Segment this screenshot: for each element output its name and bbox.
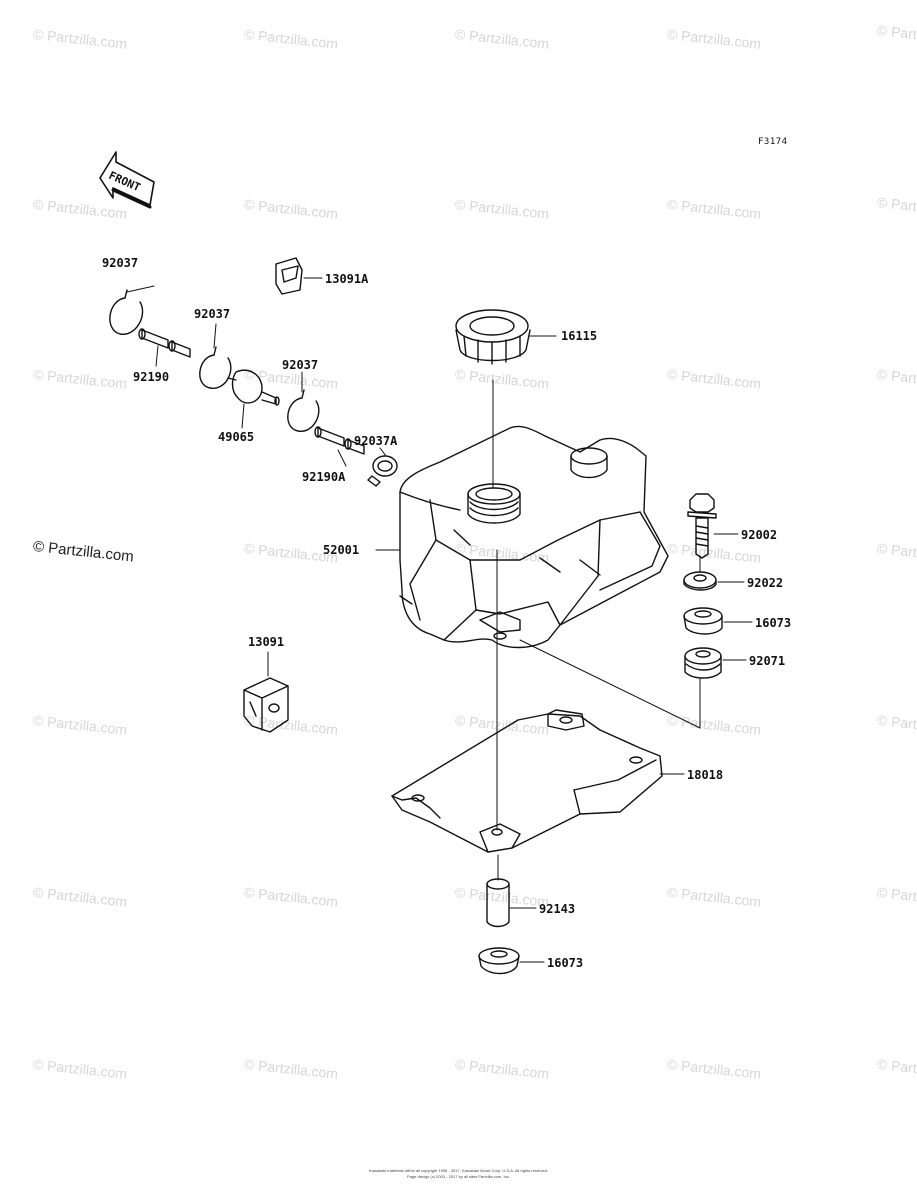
part-number-16115: 16115 xyxy=(561,329,597,343)
spacer-92143 xyxy=(486,878,510,928)
part-number-13091a: 13091A xyxy=(325,272,369,286)
tray-18018 xyxy=(391,709,663,853)
clip-92037-a xyxy=(109,289,144,335)
tube-92190 xyxy=(138,328,191,358)
part-number-13091: 13091 xyxy=(248,635,284,649)
tube-92190a xyxy=(314,426,365,455)
part-number-92037-a: 92037 xyxy=(102,256,138,270)
part-number-92037-c: 92037 xyxy=(282,358,318,372)
front-arrow-icon xyxy=(99,151,155,209)
clamp-92037a xyxy=(367,455,398,487)
part-number-92002: 92002 xyxy=(741,528,777,542)
part-number-92190a: 92190A xyxy=(302,470,346,484)
grommet-16073-upper xyxy=(683,607,723,635)
part-number-92071: 92071 xyxy=(749,654,785,668)
part-number-16073-lower: 16073 xyxy=(547,956,583,970)
copyright-line-2: Page design (c) 2003 - 2017 by all sites… xyxy=(407,1174,510,1179)
part-number-92037a: 92037A xyxy=(354,434,398,448)
bolt-92002 xyxy=(687,493,717,559)
grommet-16073-lower xyxy=(478,947,520,975)
fuel-filter-49065 xyxy=(227,369,280,406)
fuel-cap-16115 xyxy=(455,309,531,365)
damper-13091a xyxy=(275,257,303,295)
part-number-92190: 92190 xyxy=(133,370,169,384)
part-number-92037-b: 92037 xyxy=(194,307,230,321)
part-number-18018: 18018 xyxy=(687,768,723,782)
part-number-16073-upper: 16073 xyxy=(755,616,791,630)
clip-92037-b xyxy=(199,346,232,389)
part-number-49065: 49065 xyxy=(218,430,254,444)
part-number-92143: 92143 xyxy=(539,902,575,916)
part-number-92022: 92022 xyxy=(747,576,783,590)
part-number-52001: 52001 xyxy=(323,543,359,557)
collar-92071 xyxy=(684,647,722,679)
fuel-tank-52001 xyxy=(399,425,669,649)
washer-92022 xyxy=(683,571,717,591)
copyright-line-1: Kawasaki materials within all copyright … xyxy=(369,1168,548,1173)
figure-code: F3174 xyxy=(758,137,788,147)
clip-92037-c xyxy=(287,389,320,432)
damper-13091 xyxy=(243,677,289,733)
